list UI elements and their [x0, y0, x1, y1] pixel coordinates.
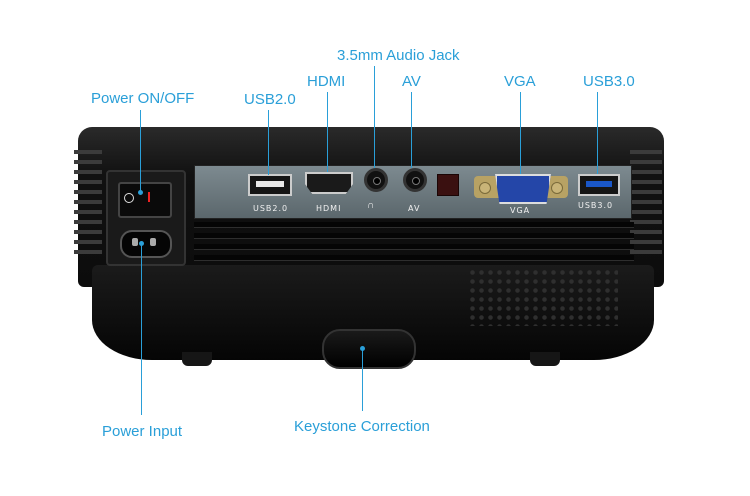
- power-socket-pin: [132, 238, 138, 246]
- usb3-leader: [597, 92, 598, 174]
- power-input-leader-dot: [139, 241, 144, 246]
- hdmi-leader: [327, 92, 328, 172]
- usb2-port[interactable]: [248, 174, 292, 196]
- av-label: AV: [402, 73, 421, 90]
- switch-off-mark-icon: [124, 193, 134, 203]
- audio-jack[interactable]: [364, 168, 388, 192]
- power-socket[interactable]: [120, 230, 172, 258]
- keystone-label: Keystone Correction: [294, 418, 430, 435]
- vga-screw: [551, 182, 563, 194]
- right-side-vent: [630, 150, 662, 262]
- power-input-leader: [141, 243, 142, 415]
- usb3-port[interactable]: [578, 174, 620, 196]
- left-side-vent: [74, 150, 102, 262]
- power-switch-label: Power ON/OFF: [91, 90, 195, 107]
- usb3-panel-label: USB3.0: [578, 201, 614, 210]
- headphone-icon: ∩: [367, 200, 375, 211]
- keystone-leader-dot: [360, 346, 365, 351]
- av-leader: [411, 92, 412, 168]
- av-jack[interactable]: [403, 168, 427, 192]
- usb2-leader: [268, 110, 269, 175]
- projector-foot: [530, 352, 560, 366]
- ir-receiver: [437, 174, 459, 196]
- vga-leader: [520, 92, 521, 174]
- vga-panel-label: VGA: [510, 206, 531, 215]
- projector-foot: [182, 352, 212, 366]
- audio-jack-leader: [374, 66, 375, 168]
- power-switch-leader: [140, 110, 141, 192]
- usb3-label: USB3.0: [583, 73, 635, 90]
- hdmi-panel-label: HDMI: [316, 204, 342, 213]
- switch-on-mark-icon: [148, 192, 150, 202]
- av-panel-label: AV: [408, 204, 421, 213]
- power-switch-leader-dot: [138, 190, 143, 195]
- vga-label: VGA: [504, 73, 536, 90]
- usb2-label: USB2.0: [244, 91, 296, 108]
- hdmi-label: HDMI: [307, 73, 346, 90]
- vga-port[interactable]: [495, 174, 551, 204]
- speaker-grille: [468, 268, 618, 326]
- vga-screw: [479, 182, 491, 194]
- rear-slats: [194, 222, 634, 264]
- hdmi-port[interactable]: [305, 172, 353, 194]
- power-socket-pin: [150, 238, 156, 246]
- audio-jack-label: 3.5mm Audio Jack: [337, 47, 460, 64]
- usb2-panel-label: USB2.0: [253, 204, 289, 213]
- keystone-leader: [362, 348, 363, 411]
- keystone-wheel[interactable]: [322, 329, 416, 369]
- power-input-label: Power Input: [102, 423, 183, 440]
